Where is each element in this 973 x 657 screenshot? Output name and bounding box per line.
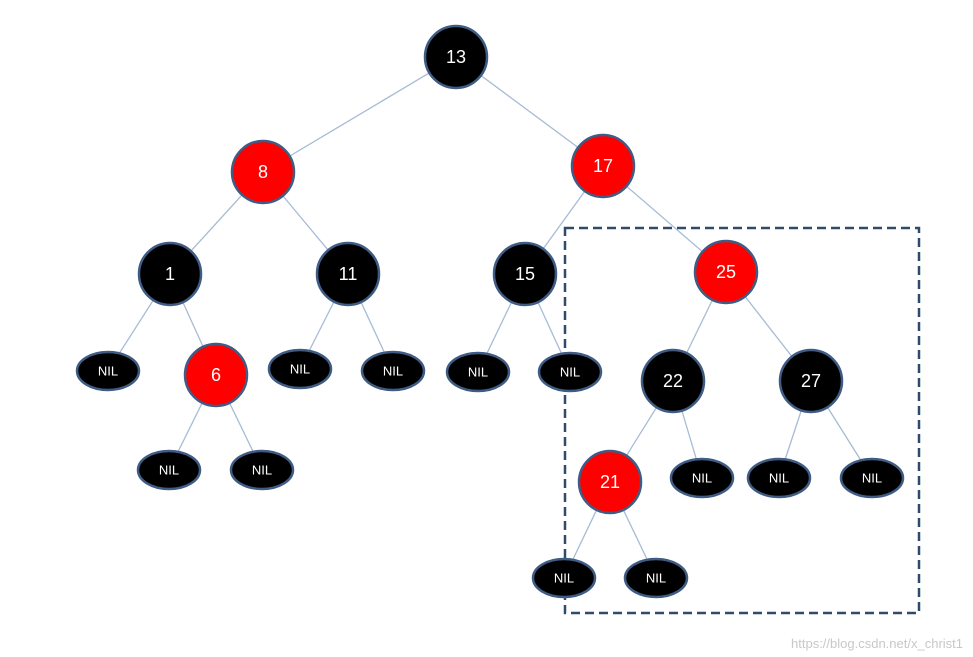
tree-node-n1: 1: [137, 241, 203, 307]
nil-label: NIL: [383, 364, 403, 379]
nil-leaf-shape: [267, 348, 333, 390]
tree-node-n6: 6: [183, 342, 249, 408]
tree-node-n15: 15: [492, 241, 558, 307]
tree-node-n27: 27: [778, 348, 844, 414]
nil-label: NIL: [159, 463, 179, 478]
nil-label: NIL: [769, 471, 789, 486]
tree-node-n22: 22: [640, 348, 706, 414]
nil-leaf-nil21a: NIL: [531, 557, 597, 599]
node-circle: [570, 133, 636, 199]
node-label: 25: [716, 262, 736, 282]
tree-node-n25: 25: [693, 239, 759, 305]
node-circle: [423, 24, 489, 90]
node-label: 6: [211, 365, 221, 385]
tree-node-n13: 13: [423, 24, 489, 90]
nil-label: NIL: [560, 365, 580, 380]
tree-edges: [107, 56, 873, 579]
nil-leaf-nil1: NIL: [75, 350, 141, 392]
nil-leaf-nil15b: NIL: [537, 351, 603, 393]
node-circle: [315, 241, 381, 307]
nil-leaf-shape: [360, 350, 426, 392]
nil-leaf-shape: [531, 557, 597, 599]
nil-leaf-nil11b: NIL: [360, 350, 426, 392]
nil-leaf-shape: [669, 457, 735, 499]
tree-node-n17: 17: [570, 133, 636, 199]
nil-leaf-nil6b: NIL: [229, 449, 295, 491]
node-circle: [230, 139, 296, 205]
node-label: 27: [801, 371, 821, 391]
node-circle: [693, 239, 759, 305]
nil-leaf-shape: [229, 449, 295, 491]
tree-node-n21: 21: [577, 449, 643, 515]
node-circle: [492, 241, 558, 307]
nil-leaf-shape: [445, 351, 511, 393]
nil-leaf-nil15a: NIL: [445, 351, 511, 393]
tree-node-n8: 8: [230, 139, 296, 205]
node-label: 22: [663, 371, 683, 391]
nil-leaf-shape: [136, 449, 202, 491]
edge-n13-n8: [262, 56, 457, 173]
nil-label: NIL: [252, 463, 272, 478]
node-label: 17: [593, 156, 613, 176]
nil-leaf-shape: [75, 350, 141, 392]
node-label: 1: [165, 264, 175, 284]
nil-leaf-nil22: NIL: [669, 457, 735, 499]
nil-leaf-shape: [839, 457, 905, 499]
nil-leaf-nil21b: NIL: [623, 557, 689, 599]
node-label: 13: [446, 47, 466, 67]
nil-label: NIL: [862, 471, 882, 486]
tree-node-n11: 11: [315, 241, 381, 307]
node-circle: [577, 449, 643, 515]
nil-label: NIL: [290, 362, 310, 377]
nil-label: NIL: [692, 471, 712, 486]
nil-leaf-nil6a: NIL: [136, 449, 202, 491]
nil-label: NIL: [468, 365, 488, 380]
node-circle: [778, 348, 844, 414]
node-circle: [183, 342, 249, 408]
node-circle: [137, 241, 203, 307]
nil-label: NIL: [98, 364, 118, 379]
nil-leaf-shape: [746, 457, 812, 499]
node-label: 15: [515, 264, 535, 284]
watermark-text: https://blog.csdn.net/x_christ1: [791, 636, 963, 651]
nil-leaf-shape: [537, 351, 603, 393]
nil-leaf-nil27a: NIL: [746, 457, 812, 499]
highlighted-subtree-box: [563, 226, 921, 615]
node-label: 8: [258, 162, 268, 182]
nil-leaf-nil11a: NIL: [267, 348, 333, 390]
nil-label: NIL: [646, 571, 666, 586]
nil-leaf-nil27b: NIL: [839, 457, 905, 499]
nil-leaf-shape: [623, 557, 689, 599]
node-circle: [640, 348, 706, 414]
node-label: 21: [600, 472, 620, 492]
nil-label: NIL: [554, 571, 574, 586]
node-label: 11: [339, 264, 358, 284]
